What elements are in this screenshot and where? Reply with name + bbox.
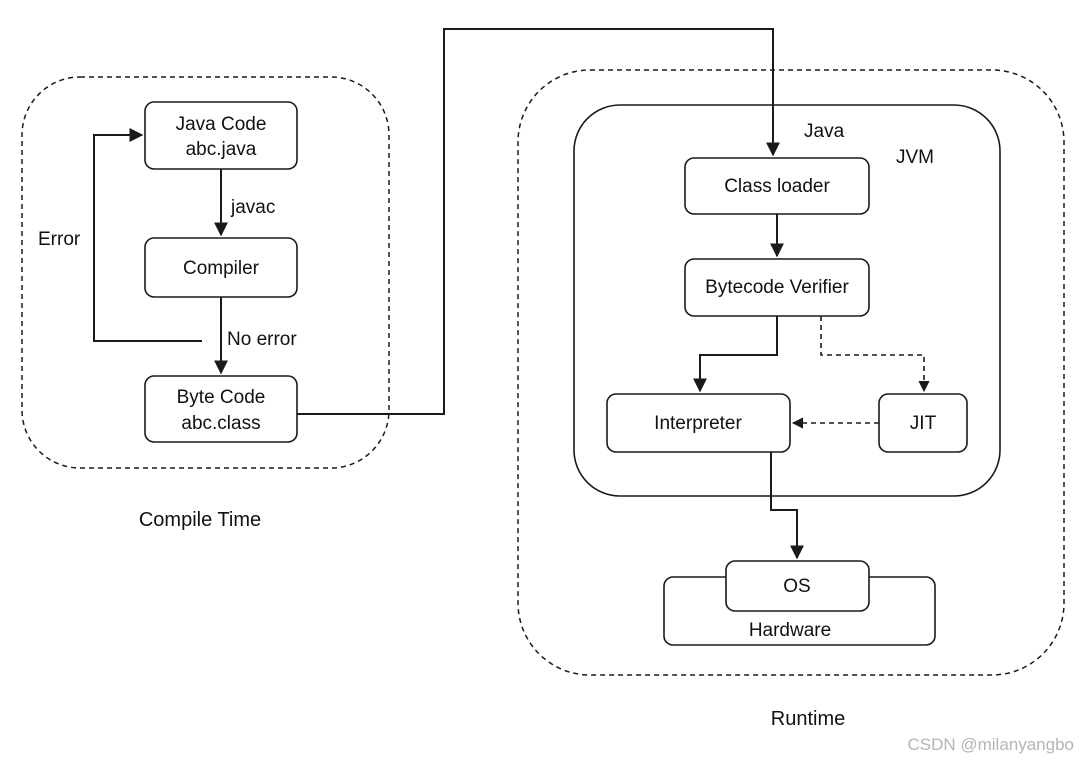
os-label: OS bbox=[783, 576, 810, 597]
jit-label: JIT bbox=[910, 413, 937, 434]
error-loop-arrow bbox=[93, 128, 202, 342]
java-code-label-line1: Java Code bbox=[176, 114, 267, 135]
bytecode-to-classloader-arrow bbox=[297, 28, 780, 415]
java-code-label-line2: abc.java bbox=[186, 139, 257, 160]
compile-time-label: Compile Time bbox=[139, 509, 261, 531]
verifier-to-interpreter-arrow bbox=[693, 316, 778, 393]
os-box bbox=[725, 560, 870, 612]
byte-code-label-line2: abc.class bbox=[181, 413, 260, 434]
verifier-to-jit-arrow bbox=[820, 316, 930, 393]
interpreter-box bbox=[606, 393, 791, 453]
compiler-label: Compiler bbox=[183, 258, 260, 279]
jvm-label: JVM bbox=[896, 147, 934, 168]
runtime-label: Runtime bbox=[771, 708, 845, 730]
byte-code-label-line1: Byte Code bbox=[177, 387, 266, 408]
no-error-label: No error bbox=[227, 329, 297, 350]
error-label: Error bbox=[38, 229, 81, 250]
watermark: CSDN @milanyangbo bbox=[907, 735, 1074, 754]
byte-code-box bbox=[144, 375, 298, 443]
class-loader-label: Class loader bbox=[724, 176, 830, 197]
java-label: Java bbox=[804, 121, 845, 142]
interpreter-label: Interpreter bbox=[654, 413, 742, 434]
interpreter-to-os-arrow bbox=[770, 452, 804, 560]
hardware-label: Hardware bbox=[749, 620, 831, 641]
javac-label: javac bbox=[230, 197, 275, 218]
compile-time-region bbox=[21, 76, 390, 469]
bytecode-verifier-label: Bytecode Verifier bbox=[705, 277, 849, 298]
runtime-region bbox=[517, 69, 1065, 676]
